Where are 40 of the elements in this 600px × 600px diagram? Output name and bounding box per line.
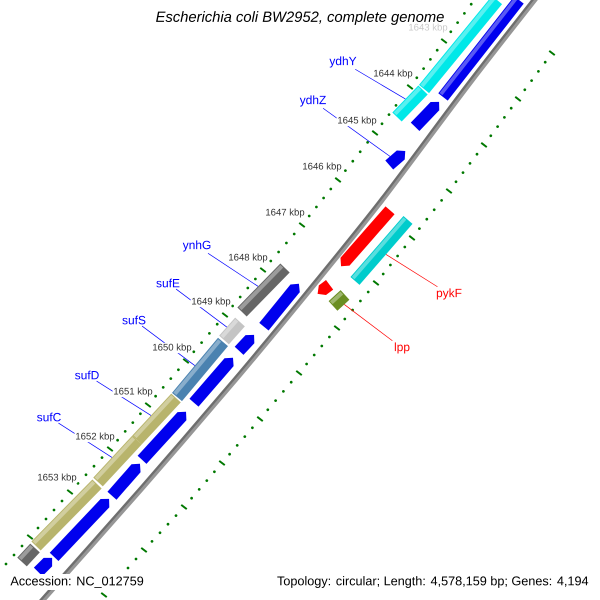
gene-feature [107, 464, 141, 500]
accession-text: Accession: NC_012759 [8, 574, 146, 590]
tick-label: 1651 kbp [112, 386, 154, 398]
tick-label: 1648 kbp [228, 252, 268, 264]
gene-feature [138, 412, 186, 464]
tick-label: 1644 kbp [372, 68, 414, 80]
gene-label: ynhG [182, 240, 210, 252]
leader-line [208, 252, 258, 287]
gene-feature [350, 216, 412, 285]
leader-line [386, 254, 438, 288]
leader-line [354, 68, 406, 100]
gene-feature [328, 290, 350, 311]
tick-label: 1646 kbp [302, 162, 342, 172]
gene-feature [34, 558, 52, 576]
tick-label: 1645 kbp [336, 116, 378, 126]
map-title: Escherichia coli BW2952, complete genome [156, 11, 444, 25]
genome-info-text: Topology: circular; Length: 4,578,159 bp; Genes: 4,194 [274, 574, 591, 590]
gene-feature [17, 544, 40, 566]
tick-label: 1649 kbp [190, 296, 232, 308]
gene-label: sufD [75, 370, 99, 380]
gene-feature [234, 334, 254, 355]
gene-feature [189, 358, 234, 407]
gene-label: pykF [436, 288, 462, 300]
gene-feature [318, 280, 334, 296]
tick-label: 1647 kbp [264, 208, 306, 218]
gene-label: ydhY [329, 56, 356, 68]
tick-label: 1652 kbp [74, 432, 116, 442]
tick-label: 1650 kbp [152, 342, 192, 354]
gene-feature [385, 150, 406, 170]
gene-label: sufE [156, 278, 180, 288]
gene-label: ydhZ [300, 95, 326, 107]
gene-feature [340, 206, 395, 266]
gene-feature [410, 102, 440, 131]
gene-label: sufC [37, 412, 61, 422]
gene-feature [50, 498, 110, 561]
gene-label: sufS [122, 316, 146, 324]
gene-feature [259, 284, 300, 330]
tick-label: 1653 kbp [36, 472, 78, 484]
gene-label: lpp [394, 342, 410, 354]
leader-line [344, 304, 393, 342]
